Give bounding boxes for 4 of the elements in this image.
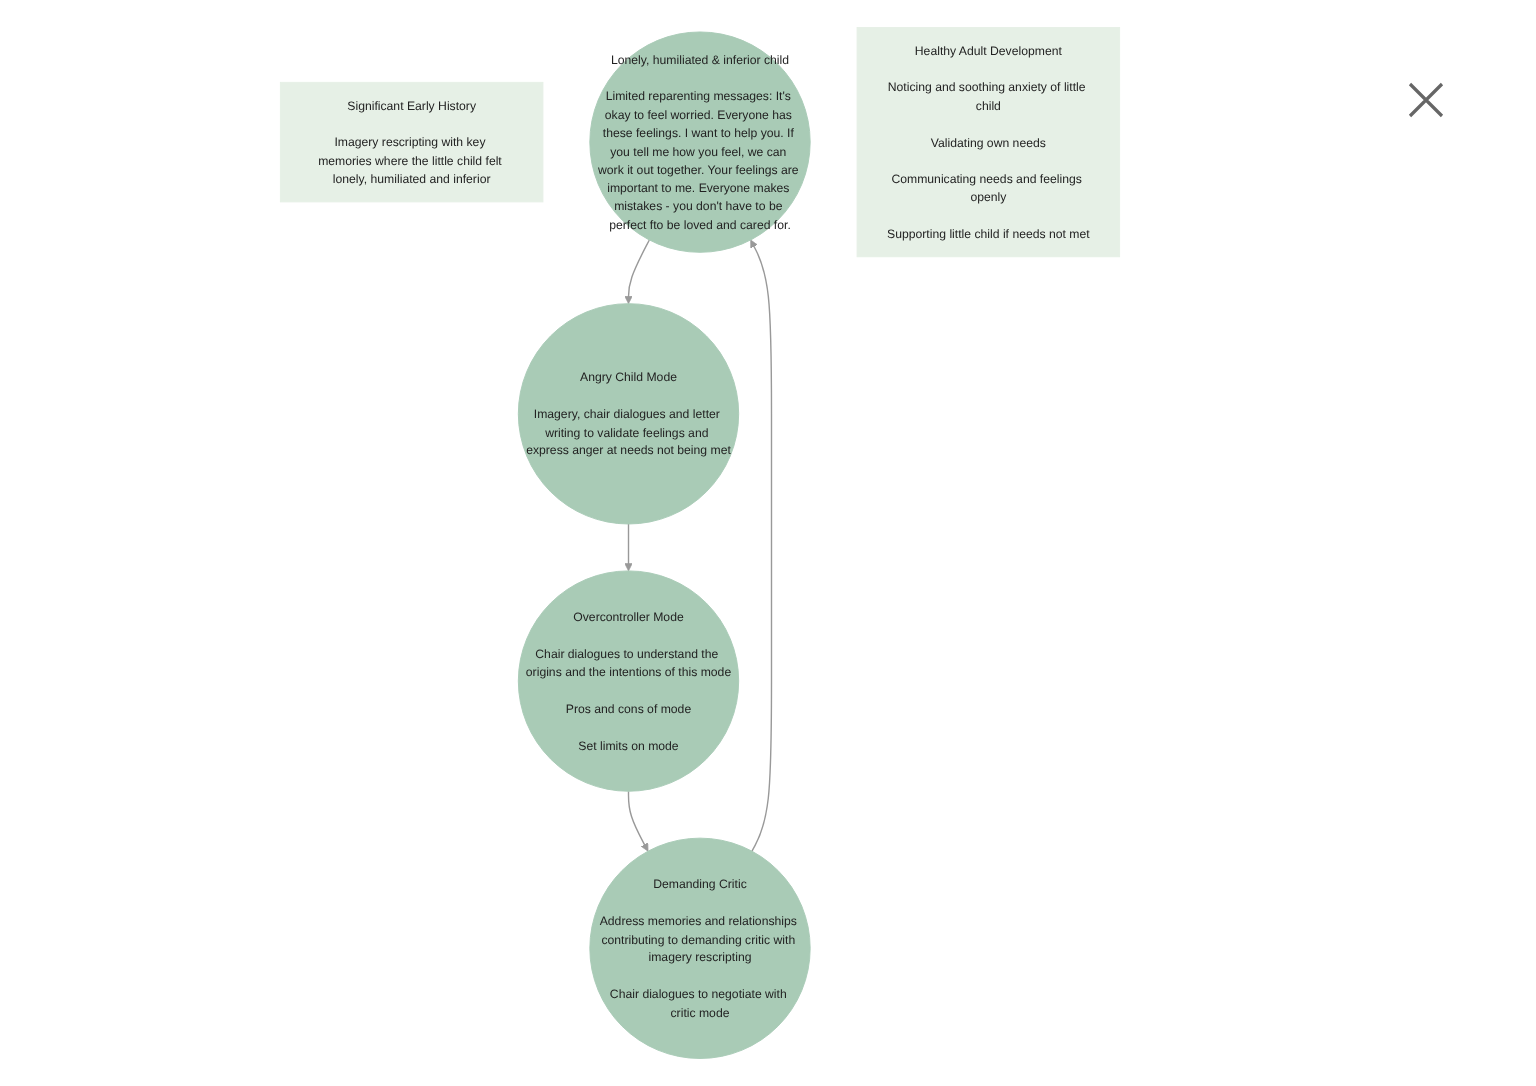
arrow bbox=[624, 239, 651, 305]
arrow bbox=[624, 523, 633, 572]
arrow bbox=[627, 790, 649, 852]
arrow bbox=[750, 239, 773, 852]
